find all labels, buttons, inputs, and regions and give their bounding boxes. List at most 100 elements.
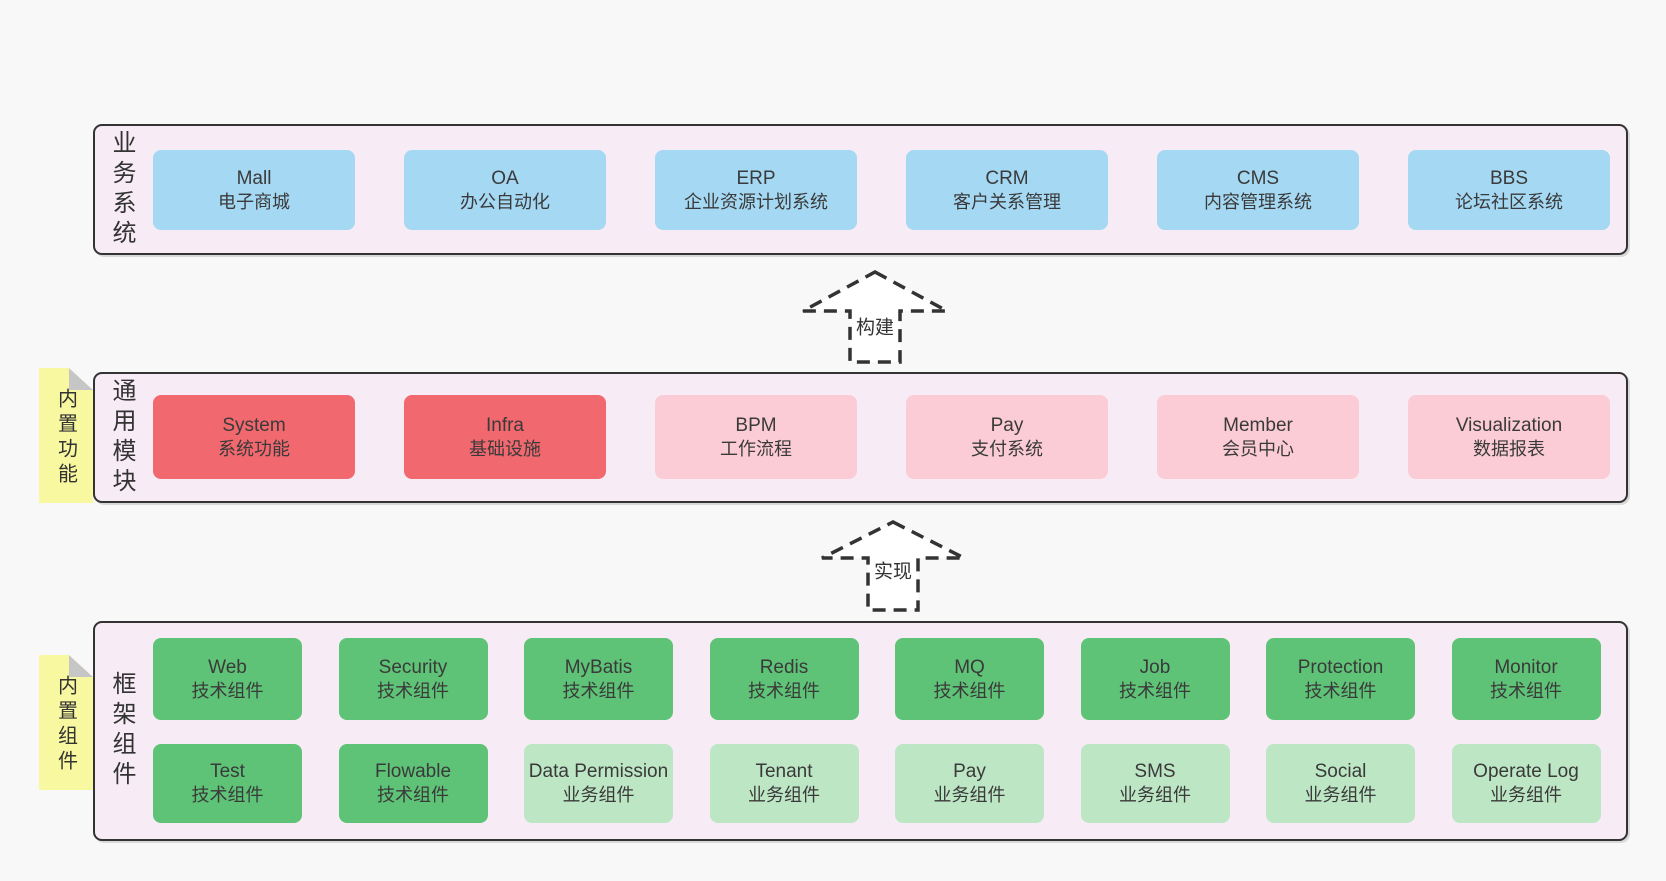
- box-subtitle: 业务组件: [1490, 785, 1562, 806]
- side-tab-built-in-features-label: 内置功能: [54, 388, 77, 489]
- box-subtitle: 业务组件: [1119, 785, 1191, 806]
- box-subtitle: 业务组件: [562, 785, 635, 806]
- box-subtitle: 技术组件: [1304, 680, 1377, 701]
- box-name: System: [222, 414, 286, 436]
- box-name: Tenant: [755, 761, 813, 783]
- box-subtitle: 论坛社区系统: [1455, 191, 1563, 212]
- box-subtitle: 系统功能: [218, 438, 290, 459]
- side-tab-built-in-components: 内置组件: [39, 655, 93, 790]
- box-name: Job: [1139, 656, 1171, 678]
- box-name: Pay: [953, 761, 986, 783]
- layer-title-framework-components: 框架组件: [108, 671, 135, 791]
- arrow-build-shape: [802, 270, 948, 364]
- box-subtitle: 企业资源计划系统: [684, 191, 828, 212]
- box-subtitle: 技术组件: [191, 680, 264, 701]
- box-subtitle: 内容管理系统: [1204, 191, 1312, 212]
- box-subtitle: 业务组件: [748, 785, 820, 806]
- box-name: CMS: [1236, 167, 1280, 189]
- box-name: Visualization: [1455, 414, 1563, 436]
- box-name: Data Permission: [528, 761, 669, 783]
- box-subtitle: 技术组件: [377, 680, 449, 701]
- box-name: SMS: [1134, 761, 1176, 783]
- arrow-implement: 实现: [810, 508, 978, 612]
- box-name: ERP: [736, 167, 776, 189]
- box-name: Mall: [236, 167, 272, 189]
- box-name: Web: [208, 656, 247, 678]
- box-subtitle: 支付系统: [971, 438, 1043, 459]
- box-name: OA: [491, 167, 519, 189]
- arrow-implement-label: 实现: [873, 561, 913, 583]
- layer-title-common-modules: 通用模块: [108, 377, 135, 498]
- box-name: MyBatis: [564, 656, 633, 678]
- box-subtitle: 技术组件: [933, 680, 1006, 701]
- box-name: Social: [1314, 761, 1367, 783]
- box-name: Member: [1223, 414, 1293, 436]
- box-subtitle: 技术组件: [191, 785, 264, 806]
- box-name: Security: [378, 656, 448, 678]
- box-name: Protection: [1297, 656, 1384, 678]
- box-name: Flowable: [374, 761, 452, 783]
- box-subtitle: 数据报表: [1473, 438, 1545, 459]
- box-subtitle: 技术组件: [1490, 680, 1562, 701]
- arrow-build-label: 构建: [855, 317, 895, 339]
- box-name: Monitor: [1494, 656, 1558, 678]
- box-subtitle: 会员中心: [1222, 438, 1294, 459]
- box-name: Operate Log: [1473, 761, 1579, 783]
- box-subtitle: 业务组件: [933, 785, 1006, 806]
- box-name: Pay: [990, 414, 1024, 436]
- box-subtitle: 工作流程: [720, 438, 792, 459]
- box-name: MQ: [954, 656, 985, 678]
- folded-corner-icon: [69, 655, 93, 677]
- box-subtitle: 技术组件: [1119, 680, 1191, 701]
- box-subtitle: 基础设施: [469, 438, 541, 459]
- arrow-build: 构建: [795, 260, 960, 365]
- side-tab-built-in-components-label: 内置组件: [54, 675, 77, 776]
- box-subtitle: 电子商城: [218, 191, 290, 212]
- box-name: BBS: [1489, 167, 1529, 189]
- box-name: Test: [210, 761, 245, 783]
- box-subtitle: 技术组件: [562, 680, 635, 701]
- box-name: CRM: [985, 167, 1029, 189]
- side-tab-built-in-features: 内置功能: [39, 368, 93, 503]
- box-subtitle: 技术组件: [748, 680, 820, 701]
- folded-corner-icon: [69, 368, 93, 390]
- box-name: BPM: [735, 414, 777, 436]
- box-subtitle: 技术组件: [377, 785, 449, 806]
- arrow-implement-shape: [821, 520, 965, 612]
- layer-title-business-systems: 业务系统: [108, 129, 135, 250]
- box-name: Infra: [485, 414, 525, 436]
- box-subtitle: 客户关系管理: [953, 191, 1061, 212]
